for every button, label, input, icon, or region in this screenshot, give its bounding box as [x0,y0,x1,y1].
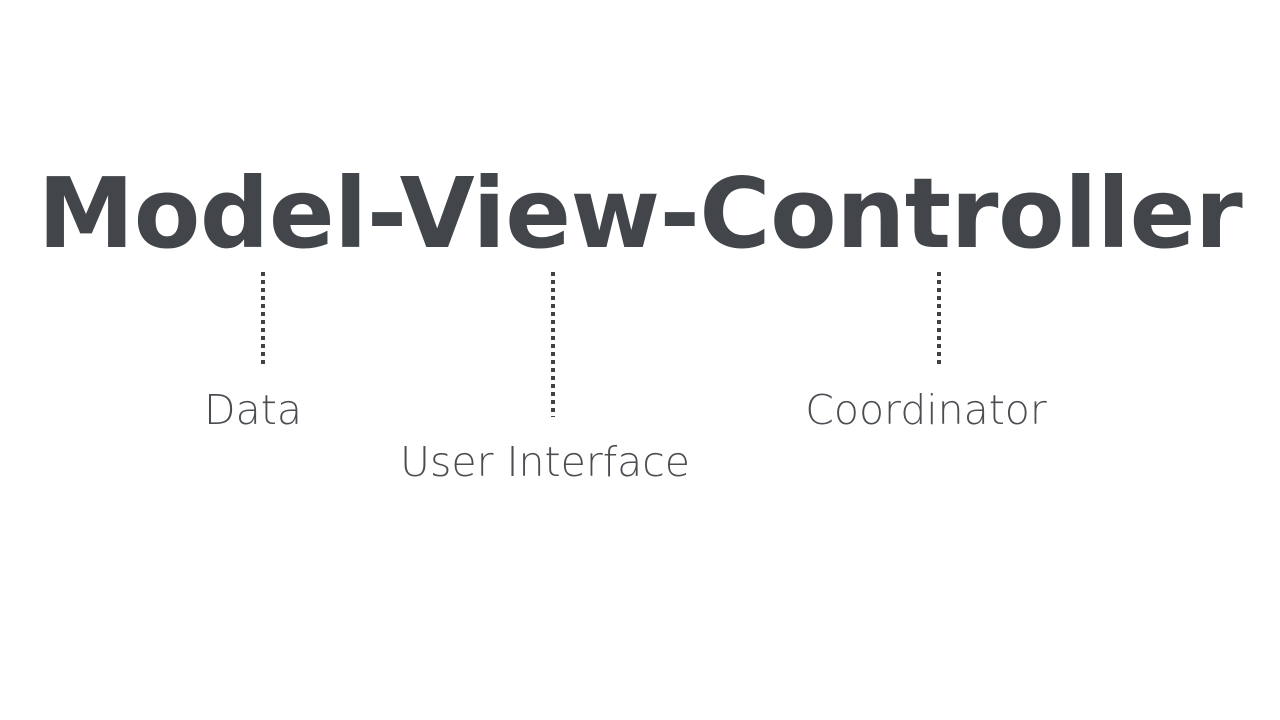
label-model-definition: Data [204,386,302,434]
connector-model [261,272,265,365]
connector-controller [937,272,941,365]
page-title: Model-View-Controller [37,157,1243,270]
label-controller-definition: Coordinator [805,386,1047,434]
connector-view [551,272,555,417]
label-view-definition: User Interface [399,438,691,486]
